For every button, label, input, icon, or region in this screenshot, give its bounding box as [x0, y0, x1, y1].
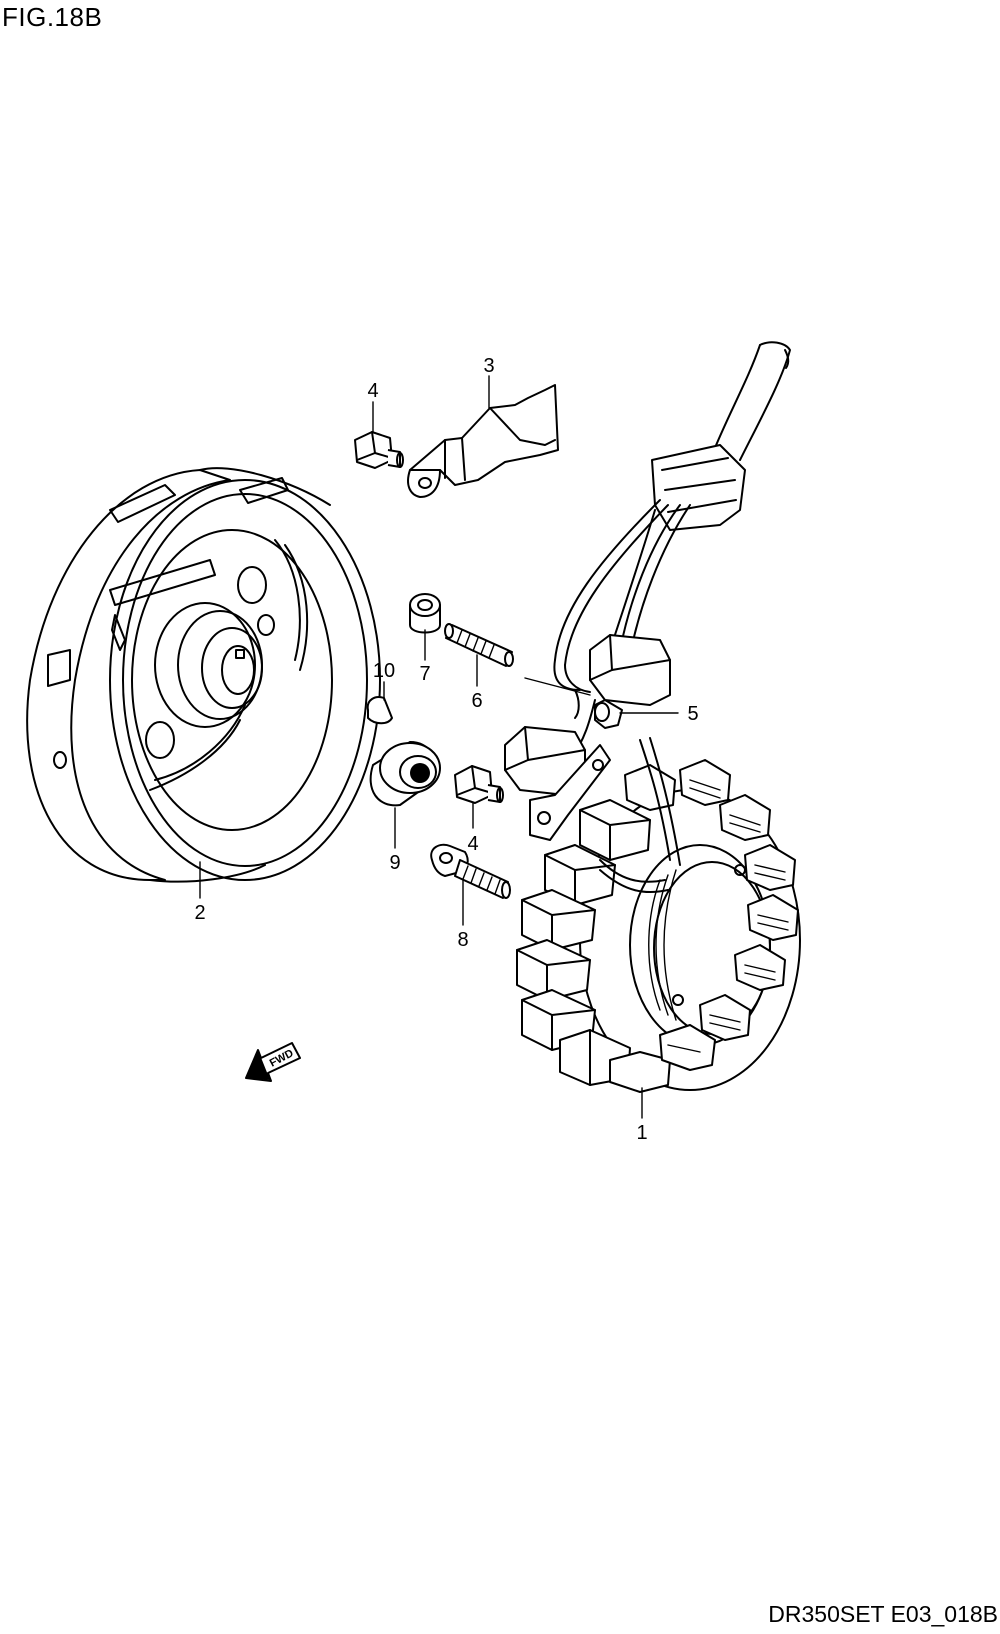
callout-9: 9	[389, 852, 400, 874]
bolt-long-drawing[interactable]	[430, 843, 511, 899]
callout-4-lower: 4	[467, 833, 478, 855]
figure-title: FIG.18B	[2, 2, 103, 32]
callout-1: 1	[636, 1122, 647, 1144]
callout-4-upper: 4	[367, 380, 378, 402]
key-drawing[interactable]	[366, 696, 393, 725]
nut-drawing[interactable]	[369, 741, 441, 807]
callout-6: 6	[471, 690, 482, 712]
stud-drawing[interactable]	[444, 623, 514, 667]
callout-2: 2	[194, 902, 205, 924]
diagram-code: DR350SET E03_018B	[768, 1601, 998, 1627]
callout-10: 10	[373, 660, 395, 682]
forward-arrow-icon: FWD	[245, 1042, 301, 1082]
callout-3: 3	[483, 355, 494, 377]
collar-small-drawing[interactable]	[594, 699, 623, 729]
callout-8: 8	[457, 929, 468, 951]
stator-drawing[interactable]	[504, 341, 801, 1093]
leader-harness	[524, 677, 591, 696]
clamp-drawing[interactable]	[407, 384, 559, 498]
collar-drawing[interactable]	[409, 593, 441, 634]
rotor-drawing[interactable]	[26, 467, 381, 883]
bolt-lower-drawing[interactable]	[454, 765, 504, 804]
callout-7: 7	[419, 663, 430, 685]
callout-5: 5	[687, 703, 698, 725]
leader-lines	[199, 375, 679, 1119]
bolt-upper-drawing[interactable]	[354, 431, 404, 469]
